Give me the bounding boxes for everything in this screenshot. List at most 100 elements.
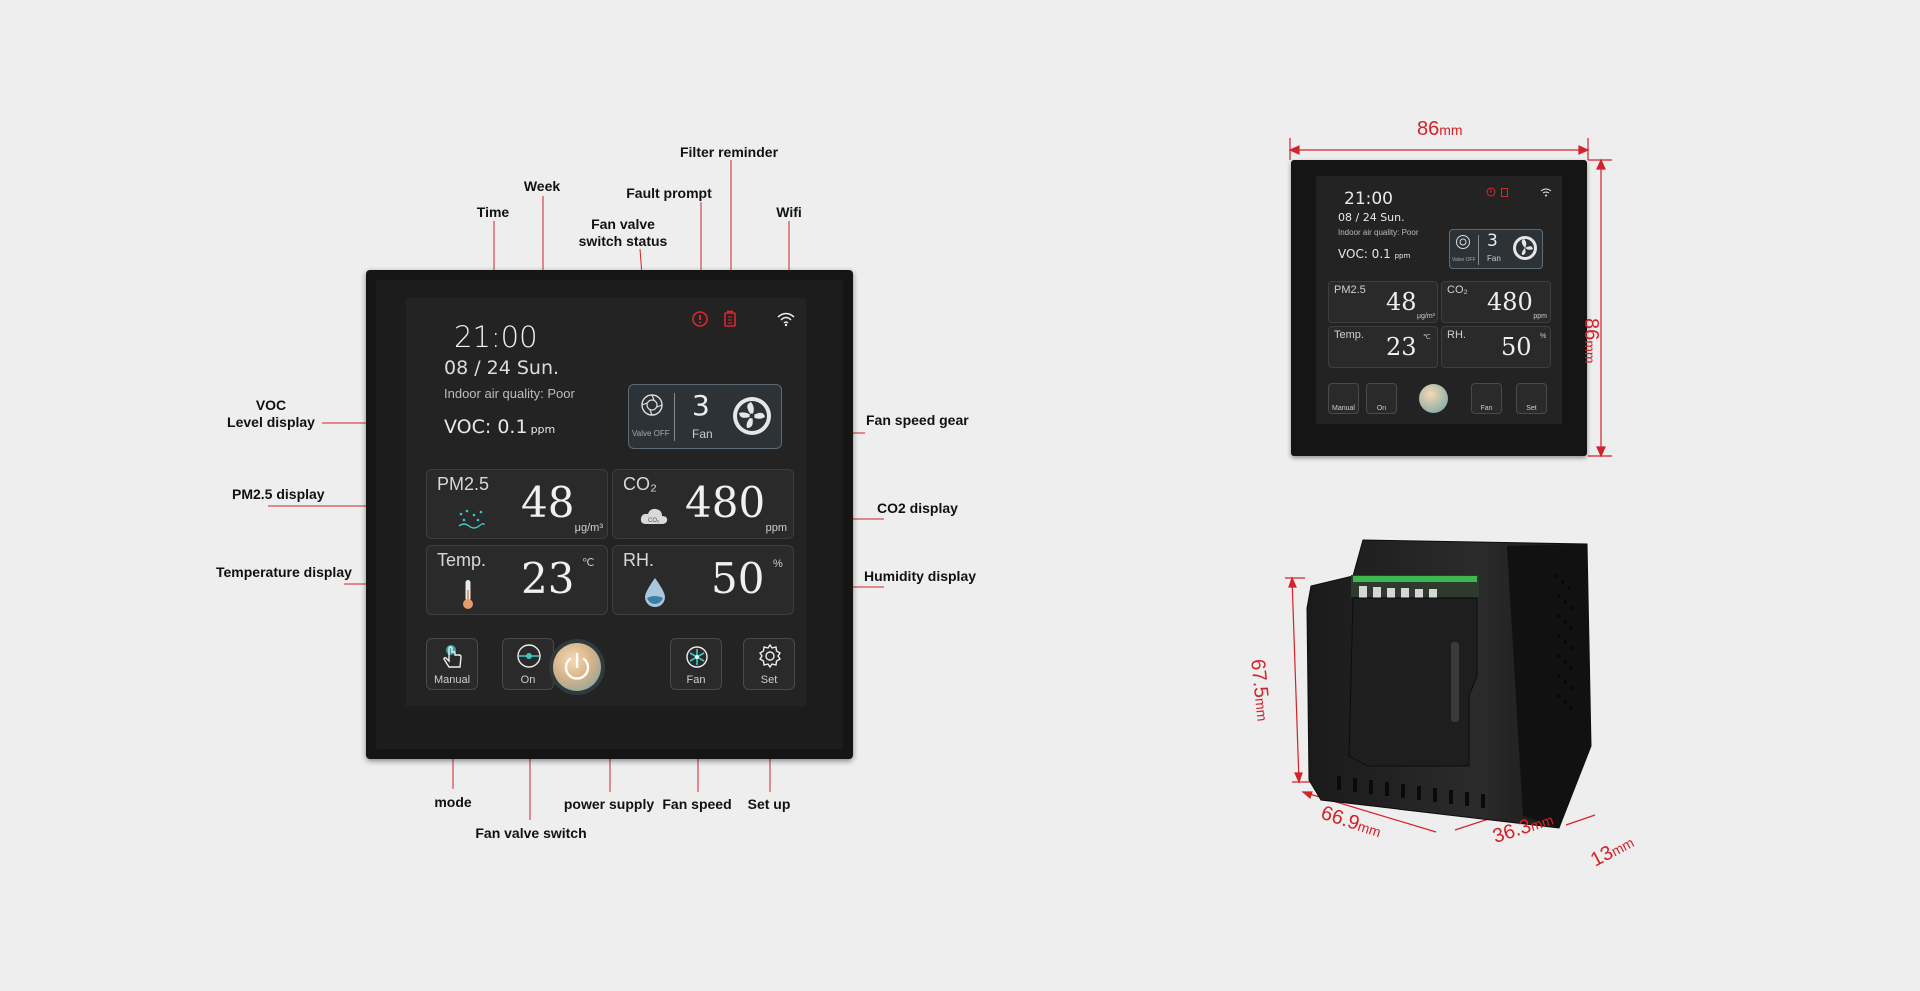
height-dimension-value: 86 xyxy=(1580,318,1602,341)
screen-time: 21:00 xyxy=(454,320,538,354)
co2-label: CO₂ xyxy=(623,474,657,494)
length-dimension-unit: mm xyxy=(1355,817,1383,841)
fan-speed-button[interactable]: Fan xyxy=(670,638,722,690)
small-on-label: On xyxy=(1376,405,1387,412)
callout-fan-valve-status: Fan valve switch status xyxy=(579,216,668,250)
callout-voc-line1: VOC xyxy=(255,397,287,413)
small-set-button[interactable]: Set xyxy=(1516,383,1547,414)
filter-reminder-icon xyxy=(722,310,738,333)
particles-icon xyxy=(457,508,485,535)
small-temp-value: 23 xyxy=(1386,333,1417,361)
callout-fan-valve-switch: Fan valve switch xyxy=(475,825,587,841)
small-air-quality: Indoor air quality: Poor xyxy=(1338,228,1419,237)
valve-switch-icon xyxy=(517,644,541,668)
small-on-button[interactable]: On xyxy=(1366,383,1397,414)
temperature-value: 23 xyxy=(521,554,575,603)
small-fan-icon xyxy=(1512,235,1538,266)
fan-gear-value: 3 xyxy=(692,389,710,422)
callout-fan-valve-status-line1: Fan valve xyxy=(591,216,655,232)
power-button[interactable] xyxy=(553,643,601,691)
fan-icon xyxy=(731,395,773,442)
small-wifi-icon xyxy=(1540,184,1552,202)
depth-dimension-label: 67.5mm xyxy=(1245,658,1274,722)
temperature-tile: Temp. 23 ℃ xyxy=(426,545,608,615)
humidity-value: 50 xyxy=(711,554,765,603)
callout-voc: VOC Level display xyxy=(227,397,315,431)
small-set-label: Set xyxy=(1526,405,1537,412)
small-fan-button-label: Fan xyxy=(1480,405,1493,412)
temperature-unit: ℃ xyxy=(582,557,595,569)
small-manual-label: Manual xyxy=(1332,405,1355,412)
small-pm25-label: PM2.5 xyxy=(1334,284,1366,296)
voc-value: 0.1 xyxy=(497,416,528,438)
pm25-value: 48 xyxy=(521,478,575,527)
fault-icon xyxy=(691,310,709,333)
callout-fan-valve-status-line2: switch status xyxy=(578,233,668,249)
hand-pointer-icon xyxy=(443,645,462,668)
small-co2-label: CO₂ xyxy=(1447,284,1468,296)
small-fan-button[interactable]: Fan xyxy=(1471,383,1502,414)
fan-speed-icon xyxy=(686,646,708,668)
voc-label: VOC: xyxy=(444,416,492,438)
settings-button[interactable]: Set xyxy=(743,638,795,690)
fan-valve-switch-button[interactable]: On xyxy=(502,638,554,690)
depth-dimension-value: 67.5 xyxy=(1246,658,1273,700)
small-pm25-tile: PM2.5 48 μg/m³ xyxy=(1328,281,1438,323)
callout-mode: mode xyxy=(434,794,472,810)
humidity-unit: % xyxy=(773,558,783,570)
small-power-button[interactable] xyxy=(1419,384,1448,413)
humidity-label: RH. xyxy=(623,550,654,570)
fan-valve-card[interactable]: Valve OFF 3 Fan xyxy=(628,384,782,449)
small-co2-value: 480 xyxy=(1487,288,1533,316)
small-fan-gear: 3 xyxy=(1487,231,1498,251)
valve-icon xyxy=(640,393,664,422)
width-dimension-unit: mm xyxy=(1439,122,1463,138)
temperature-label: Temp. xyxy=(437,550,487,570)
co2-tile: CO₂ 480 ppm CO₂ xyxy=(612,469,794,539)
small-filter-icon xyxy=(1500,184,1509,202)
depth-dimension-unit: mm xyxy=(1252,697,1271,723)
valve-status-label: Valve OFF xyxy=(632,429,670,438)
small-time: 21:00 xyxy=(1344,189,1393,209)
humidity-tile: RH. 50 % xyxy=(612,545,794,615)
callout-fault-prompt: Fault prompt xyxy=(626,185,712,201)
gear-icon xyxy=(759,644,781,669)
small-voc: VOC: 0.1 ppm xyxy=(1338,247,1410,261)
small-rh-unit: % xyxy=(1540,333,1547,340)
small-co2-tile: CO₂ 480 ppm xyxy=(1441,281,1551,323)
co2-value: 480 xyxy=(685,478,766,527)
small-voc-unit: ppm xyxy=(1394,252,1411,260)
thin-dimension-label: 13mm xyxy=(1587,831,1638,873)
callout-fan-speed: Fan speed xyxy=(662,796,732,812)
small-valve-label: Valve OFF xyxy=(1452,257,1476,263)
width-dimension-value: 86 xyxy=(1417,118,1440,140)
mode-button[interactable]: Manual xyxy=(426,638,478,690)
callout-voc-line2: Level display xyxy=(227,414,315,430)
callout-pm25: PM2.5 display xyxy=(232,486,325,502)
small-rh-value: 50 xyxy=(1501,333,1532,361)
callout-co2: CO2 display xyxy=(877,500,958,516)
small-date: 08 / 24 Sun. xyxy=(1338,211,1405,224)
cloud-icon: CO₂ xyxy=(639,506,669,533)
small-pm25-value: 48 xyxy=(1386,288,1417,316)
small-fan-card: Valve OFF 3 Fan xyxy=(1449,229,1543,269)
small-co2-unit: ppm xyxy=(1533,313,1547,320)
thermometer-icon xyxy=(461,578,475,615)
callout-humidity: Humidity display xyxy=(864,568,977,584)
small-fan-divider xyxy=(1478,235,1479,265)
small-pm25-unit: μg/m³ xyxy=(1416,313,1435,320)
fan-button-label: Fan xyxy=(686,674,706,686)
fan-card-divider xyxy=(674,393,675,441)
small-device-screen: 21:00 08 / 24 Sun. Indoor air quality: P… xyxy=(1316,176,1562,424)
pm25-label: PM2.5 xyxy=(437,474,490,494)
small-voc-value: VOC: 0.1 xyxy=(1338,247,1391,261)
small-mode-button[interactable]: Manual xyxy=(1328,383,1359,414)
small-temp-label: Temp. xyxy=(1334,329,1364,341)
small-valve-icon xyxy=(1455,234,1471,255)
small-rh-label: RH. xyxy=(1447,329,1466,341)
callout-power-supply: power supply xyxy=(563,796,655,812)
callout-week: Week xyxy=(523,178,561,194)
small-temp-tile: Temp. 23 ℃ xyxy=(1328,326,1438,368)
on-button-label: On xyxy=(520,674,536,686)
